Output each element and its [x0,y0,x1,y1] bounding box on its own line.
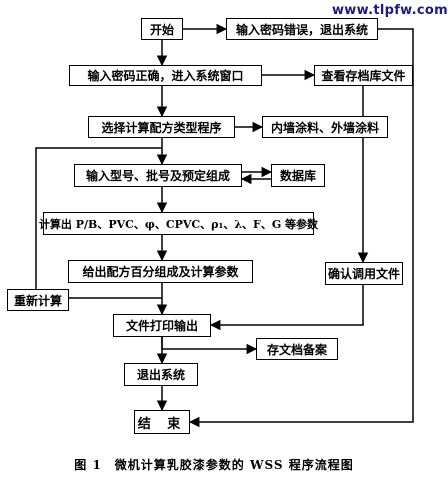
database-box: 数据库 [271,164,325,187]
arrow-print-to-archive [161,337,258,355]
confirm-file-box: 确认调用文件 [325,262,403,285]
start-box: 开始 [141,18,183,40]
end-box: 结 束 [134,410,190,434]
compute-params-box: 计算出 P/B、PVC、φ、CPVC、ρ₁、λ、F、G 等参数 [39,212,318,235]
exit-system-box: 退出系统 [124,363,198,386]
watermark: www.tlpfw.com [332,3,448,18]
flowchart: www.tlpfw.com 开始 输入密码错误，退出系统 输入密码正确，进入系统… [7,3,448,472]
view-archive-box: 查看存档库文件 [314,65,413,86]
figure-caption: 图 1 微机计算乳胶漆参数的 WSS 程序流程图 [74,458,354,472]
coating-type-box: 内墙涂料、外墙涂料 [262,116,388,138]
input-model-box: 输入型号、批号及预定组成 [74,164,242,187]
archive-box: 存文档备案 [256,338,338,360]
output-formula-box: 给出配方百分组成及计算参数 [68,260,253,283]
arrow-recompute-to-input [35,147,162,289]
right-password-box: 输入密码正确，进入系统窗口 [69,65,262,86]
wrong-password-box: 输入密码错误，退出系统 [226,18,378,40]
arrow-confirm-to-print [209,285,364,331]
arrow-wrong-pwd-to-end [188,28,414,428]
recompute-box: 重新计算 [7,289,69,311]
print-output-box: 文件打印输出 [113,314,211,337]
select-type-box: 选择计算配方类型程序 [88,116,235,138]
